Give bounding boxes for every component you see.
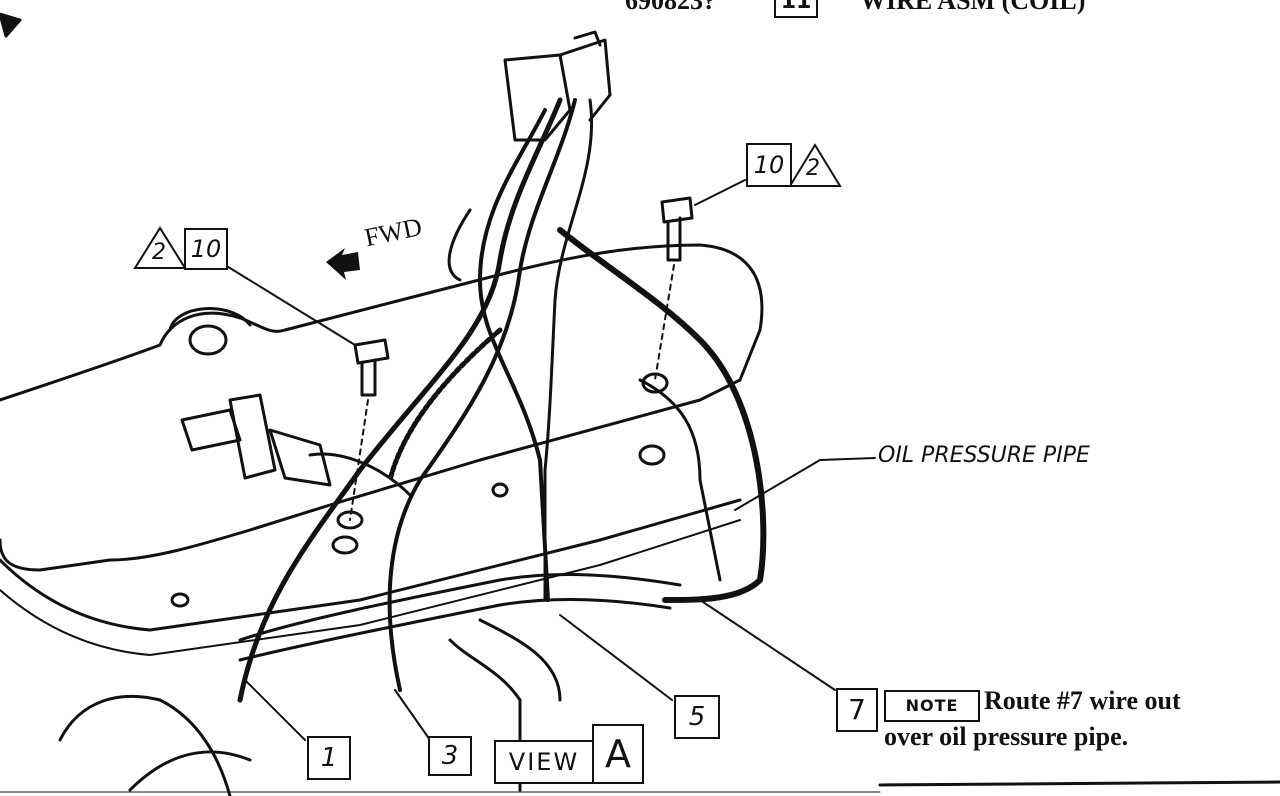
header-ref-box: 11 [774,0,818,18]
note-tag-text: NOTE [905,696,959,715]
oil-pressure-pipe-label: OIL PRESSURE PIPE [878,443,1090,468]
intake-rail [238,573,682,642]
item-5-number: 5 [688,702,706,732]
note-tag: NOTE [884,690,980,722]
leader-item-5 [559,614,673,701]
left-callout-number: 10 [190,235,222,263]
left-triangle [133,226,187,269]
right-callout-number: 10 [753,151,785,179]
wire-harness [237,97,563,703]
leader-item-1 [244,679,306,741]
header-ref: 11 [780,0,812,14]
left-callout-box: 10 [184,228,228,270]
leader-right-callout [694,179,746,206]
item-1-box: 1 [307,736,351,780]
view-label-box: VIEW [494,740,594,784]
header-part-number: 690823? [625,0,716,15]
valve-cover [0,243,764,572]
item-7-number: 7 [848,693,866,726]
note-line-1: Route #7 wire out [984,686,1181,715]
fwd-arrow [326,248,360,280]
left-triangle-label: 2 [152,240,166,265]
leader-left-callout [224,264,356,346]
corner-arrow-fragment [0,12,22,38]
right-triangle-label: 2 [806,156,820,181]
item-5-box: 5 [674,695,720,739]
bolt-right [660,196,694,262]
leader-item-7 [699,599,836,691]
view-letter: A [605,732,631,776]
right-callout-box: 10 [746,143,792,187]
header-part-name: WIRE ASM (COIL) [860,0,1086,15]
view-letter-box: A [592,724,644,784]
cover-boss [188,324,228,356]
leader-pipe [734,457,876,511]
connector-block [503,53,572,142]
item-3-box: 3 [428,736,472,776]
sending-unit [180,408,242,452]
valve-cover-flange [0,498,742,632]
leader-item-3 [394,689,431,741]
item-1-number: 1 [320,743,338,773]
bolt-left [353,338,390,397]
item-3-number: 3 [441,741,459,771]
note-line-2: over oil pressure pipe. [884,722,1129,751]
bottom-rule [878,780,1280,787]
item-7-box: 7 [836,688,878,732]
right-triangle [788,143,842,187]
view-word: VIEW [508,748,580,776]
